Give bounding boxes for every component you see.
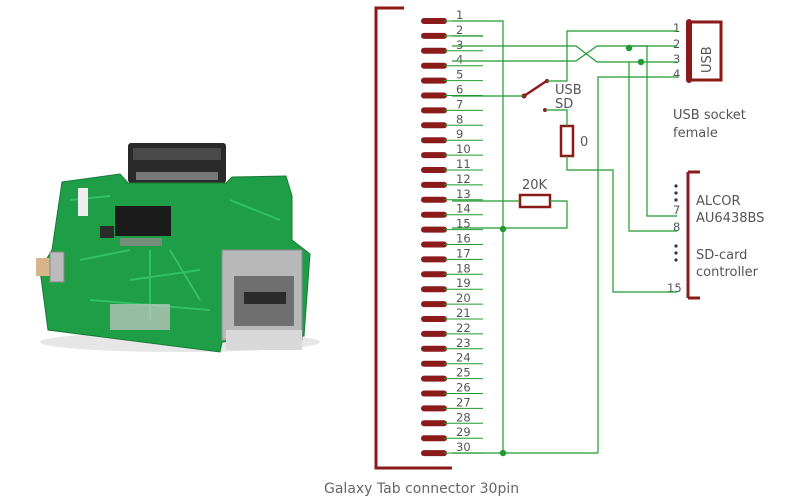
controller-symbol: 7 8 15 ALCOR AU6438BS SD-card controller [667,170,764,300]
connector-pin-number: 9 [456,127,463,141]
connector-pin-number: 14 [456,202,471,216]
connector-symbol: 1234567891011121314151617181920212223242… [324,6,519,497]
resistor-20k: 20K [518,178,552,209]
connector-pins: 1234567891011121314151617181920212223242… [421,8,483,457]
connector-pin-number: 13 [456,187,471,201]
connector-pin-number: 7 [456,97,463,111]
controller-func-1: SD-card [696,248,747,263]
usb-pin-3: 3 [673,52,680,66]
usb-socket-symbol: USB 1 2 3 4 USB socket female [673,19,746,141]
connector-pin-number: 17 [456,246,471,260]
switch-sd-label: SD [555,97,573,112]
controller-pin-8: 8 [673,220,680,234]
wires [452,20,677,457]
connector-title: Galaxy Tab connector 30pin [324,481,519,497]
board-photo [36,143,320,353]
usb-caption-1: USB socket [673,108,746,123]
connector-pin-number: 10 [456,142,471,156]
connector-pin-number: 18 [456,261,471,275]
connector-pin-number: 20 [456,291,471,305]
usb-pin-4: 4 [673,67,680,81]
usb-sd-switch: USB SD [521,78,582,112]
connector-pin-number: 15 [456,217,471,231]
usb-label: USB [700,46,715,73]
usb-pin-1: 1 [673,21,680,35]
connector-pin-number: 21 [456,306,471,320]
connector-pin-number: 22 [456,321,471,335]
controller-pin-7: 7 [673,203,680,217]
connector-pin-number: 4 [456,53,463,67]
connector-pin-number: 11 [456,157,471,171]
connector-pin-number: 19 [456,276,471,290]
connector-pin-number: 24 [456,351,471,365]
connector-pin-number: 12 [456,172,471,186]
connector-pin-number: 5 [456,68,463,82]
connector-pin-number: 28 [456,410,471,424]
connector-pin-number: 25 [456,366,471,380]
resistor-20k-value: 20K [522,178,548,193]
switch-usb-label: USB [555,83,582,98]
connector-pin-number: 6 [456,83,463,97]
connector-pin-number: 1 [456,8,463,22]
usb-pin-2: 2 [673,37,680,51]
controller-name-1: ALCOR [696,194,740,209]
connector-pin-number: 23 [456,336,471,350]
controller-func-2: controller [696,265,759,280]
connector-pin-number: 29 [456,425,471,439]
connector-pin-number: 26 [456,381,471,395]
connector-pin-number: 30 [456,440,471,454]
connector-pin-number: 2 [456,23,463,37]
resistor-zero-ohm: 0 [559,124,588,158]
resistor-zero-value: 0 [580,135,588,150]
connector-pin-number: 27 [456,395,471,409]
usb-caption-2: female [673,126,718,141]
connector-pin-number: 3 [456,38,463,52]
controller-pin-15: 15 [667,281,682,295]
controller-name-2: AU6438BS [696,211,764,226]
connector-pin-number: 8 [456,112,463,126]
connector-pin-number: 16 [456,232,471,246]
